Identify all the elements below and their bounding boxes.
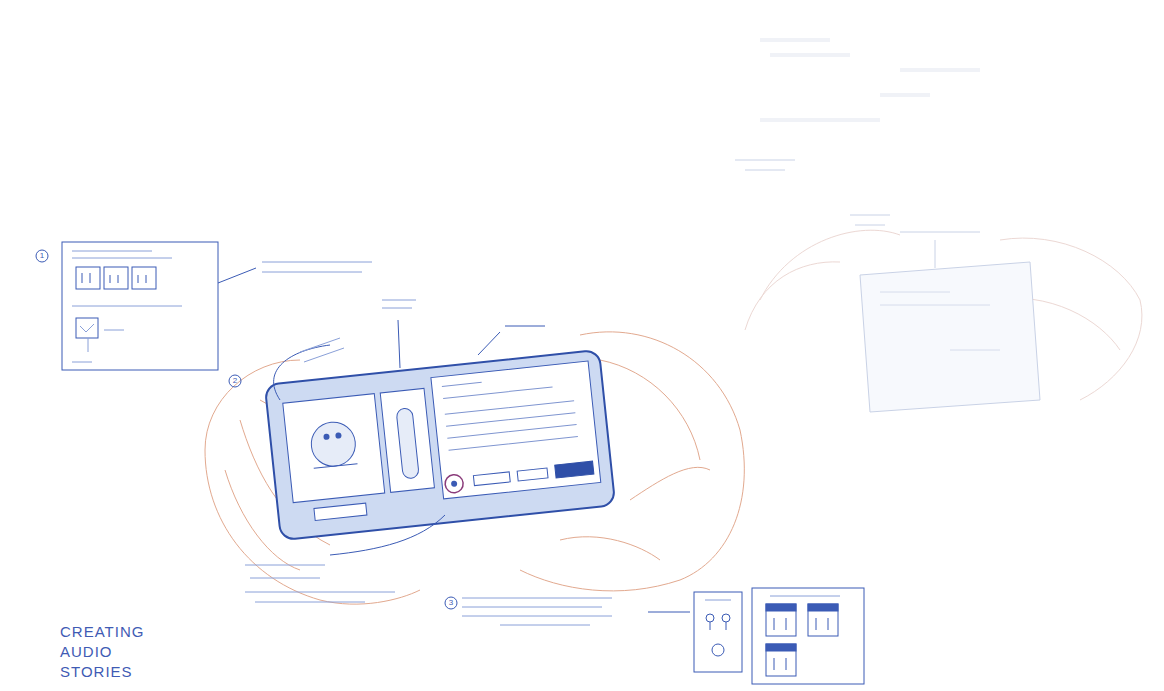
callout-number: 1 — [37, 251, 47, 261]
annotations — [229, 300, 545, 602]
callout-number: 3 — [446, 598, 456, 608]
hands — [205, 332, 744, 604]
sheet-title: CREATING AUDIO STORIES — [60, 622, 190, 682]
callout-number: 2 — [230, 376, 240, 386]
faded-sketch — [735, 40, 1142, 412]
phone — [265, 350, 615, 540]
panel-three — [445, 588, 864, 684]
panel-one — [36, 242, 372, 370]
